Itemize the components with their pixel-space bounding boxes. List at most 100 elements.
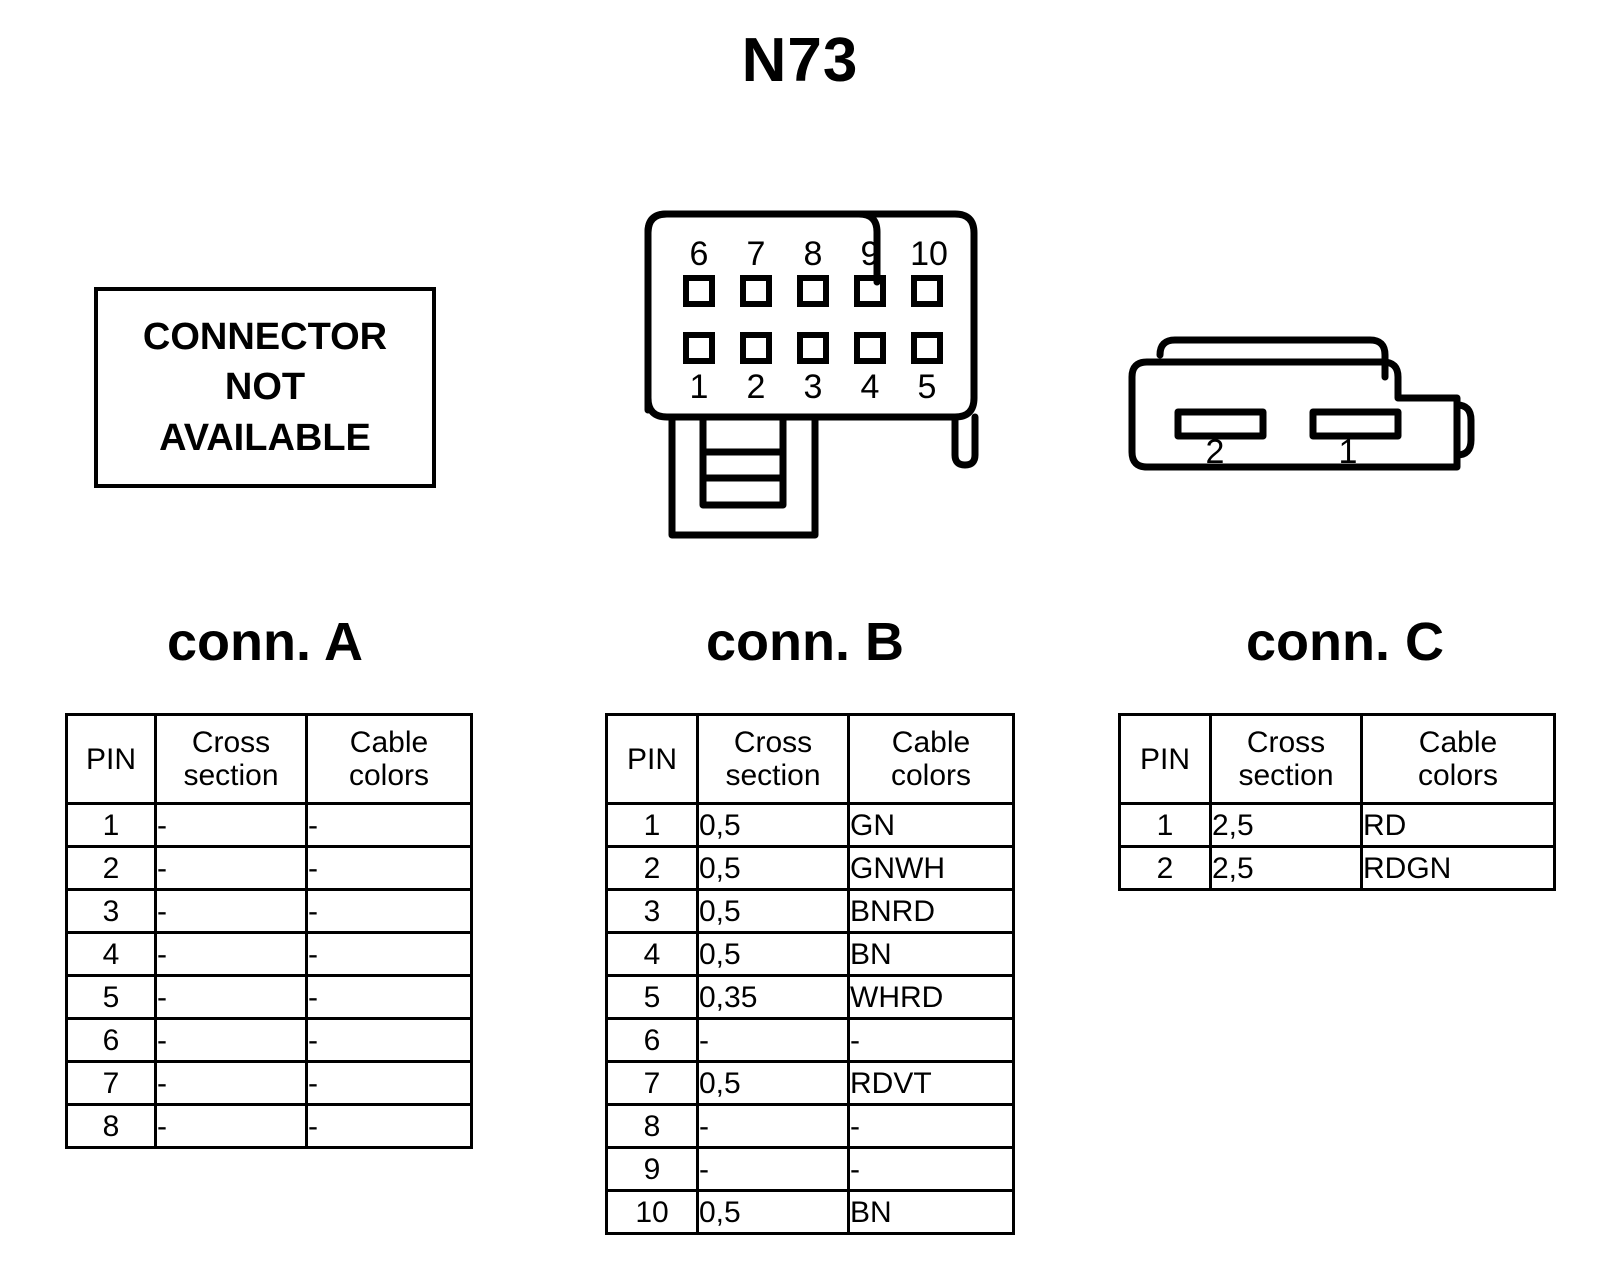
conn-a-pin-table: PIN Cross section Cable colors 1--2--3--… <box>65 713 473 1149</box>
pin-label-1: 1 <box>690 368 709 406</box>
cell-cross-section: - <box>696 1103 850 1149</box>
connector-b-pinout-drawing: 6 7 8 9 10 1 2 3 4 5 <box>615 170 990 545</box>
header-cable-line1: Cable <box>349 726 429 759</box>
pin-label-7: 7 <box>747 235 766 273</box>
header-cable-line2: colors <box>1417 759 1499 792</box>
pin-socket-6 <box>683 275 715 307</box>
cell-pin: 2 <box>1118 845 1212 891</box>
header-pin: PIN <box>1118 713 1212 805</box>
conn-a-table-head: PIN Cross section Cable colors <box>65 713 473 805</box>
cell-cable-colors: - <box>305 1017 473 1063</box>
header-pin: PIN <box>65 713 157 805</box>
cell-cable-colors: - <box>305 888 473 934</box>
connector-c-pinout-drawing: 2 1 <box>1105 315 1500 495</box>
table-row: 5-- <box>65 974 473 1020</box>
connector-not-available-box: CONNECTOR NOT AVAILABLE <box>94 287 436 488</box>
table-header-row: PIN Cross section Cable colors <box>605 713 1015 805</box>
cell-pin: 6 <box>605 1017 699 1063</box>
cell-cross-section: - <box>696 1146 850 1192</box>
table-row: 6-- <box>65 1017 473 1063</box>
cell-cross-section: - <box>696 1017 850 1063</box>
cell-cross-section: - <box>154 802 308 848</box>
table-row: 2-- <box>65 845 473 891</box>
cell-cable-colors: - <box>305 845 473 891</box>
cell-cross-section: 0,5 <box>696 931 850 977</box>
cell-cross-section: 0,5 <box>696 888 850 934</box>
conn-b-table-head: PIN Cross section Cable colors <box>605 713 1015 805</box>
cell-cross-section: - <box>154 1060 308 1106</box>
cell-cross-section: 0,5 <box>696 802 850 848</box>
cell-pin: 9 <box>605 1146 699 1192</box>
cell-cable-colors: RD <box>1360 802 1556 848</box>
table-row: 7-- <box>65 1060 473 1106</box>
conn-a-heading: conn. A <box>167 612 363 672</box>
pin-socket-9 <box>854 275 886 307</box>
table-row: 8-- <box>605 1103 1015 1149</box>
cell-cross-section: - <box>154 974 308 1020</box>
table-row: 1-- <box>65 802 473 848</box>
pin-socket-3 <box>797 332 829 364</box>
cell-cable-colors: BNRD <box>847 888 1015 934</box>
header-cross-line1: Cross <box>1246 726 1326 759</box>
pin-socket-5 <box>911 332 943 364</box>
cell-cable-colors: - <box>305 974 473 1020</box>
cell-pin: 1 <box>605 802 699 848</box>
table-row: 8-- <box>65 1103 473 1149</box>
cell-pin: 6 <box>65 1017 157 1063</box>
header-cross-section: Cross section <box>696 713 850 805</box>
header-cable-line2: colors <box>890 759 972 792</box>
page-title: N73 <box>741 26 859 95</box>
cell-cross-section: - <box>154 1017 308 1063</box>
table-header-row: PIN Cross section Cable colors <box>1118 713 1556 805</box>
cell-pin: 5 <box>605 974 699 1020</box>
cell-cable-colors: - <box>847 1103 1015 1149</box>
cell-pin: 4 <box>605 931 699 977</box>
cell-cable-colors: GN <box>847 802 1015 848</box>
cell-cross-section: - <box>154 845 308 891</box>
pin-socket-4 <box>854 332 886 364</box>
cell-cable-colors: BN <box>847 931 1015 977</box>
cell-cable-colors: GNWH <box>847 845 1015 891</box>
pin-socket-8 <box>797 275 829 307</box>
cell-cross-section: 0,5 <box>696 1060 850 1106</box>
cell-pin: 3 <box>65 888 157 934</box>
cell-cross-section: 0,5 <box>696 1189 850 1235</box>
header-pin: PIN <box>605 713 699 805</box>
table-row: 6-- <box>605 1017 1015 1063</box>
cell-pin: 1 <box>1118 802 1212 848</box>
cell-pin: 10 <box>605 1189 699 1235</box>
cell-cross-section: 2,5 <box>1209 802 1363 848</box>
pin-socket-10 <box>911 275 943 307</box>
pin-slot-2 <box>1174 408 1267 440</box>
cell-pin: 7 <box>605 1060 699 1106</box>
cell-cross-section: 0,5 <box>696 845 850 891</box>
cell-cable-colors: RDVT <box>847 1060 1015 1106</box>
cell-cross-section: - <box>154 1103 308 1149</box>
cell-pin: 5 <box>65 974 157 1020</box>
cell-pin: 7 <box>65 1060 157 1106</box>
conn-b-heading: conn. B <box>706 612 904 672</box>
header-cross-section: Cross section <box>1209 713 1363 805</box>
header-cable-line1: Cable <box>1418 726 1498 759</box>
cell-cable-colors: RDGN <box>1360 845 1556 891</box>
header-cross-line1: Cross <box>733 726 813 759</box>
cell-cable-colors: - <box>847 1146 1015 1192</box>
cell-pin: 2 <box>605 845 699 891</box>
table-row: 4-- <box>65 931 473 977</box>
table-row: 9-- <box>605 1146 1015 1192</box>
cell-cable-colors: - <box>847 1017 1015 1063</box>
cell-pin: 4 <box>65 931 157 977</box>
cell-cable-colors: - <box>305 1060 473 1106</box>
cell-cable-colors: - <box>305 802 473 848</box>
cell-cable-colors: WHRD <box>847 974 1015 1020</box>
pin-label-c-2: 2 <box>1206 433 1225 471</box>
header-cable-line2: colors <box>348 759 430 792</box>
